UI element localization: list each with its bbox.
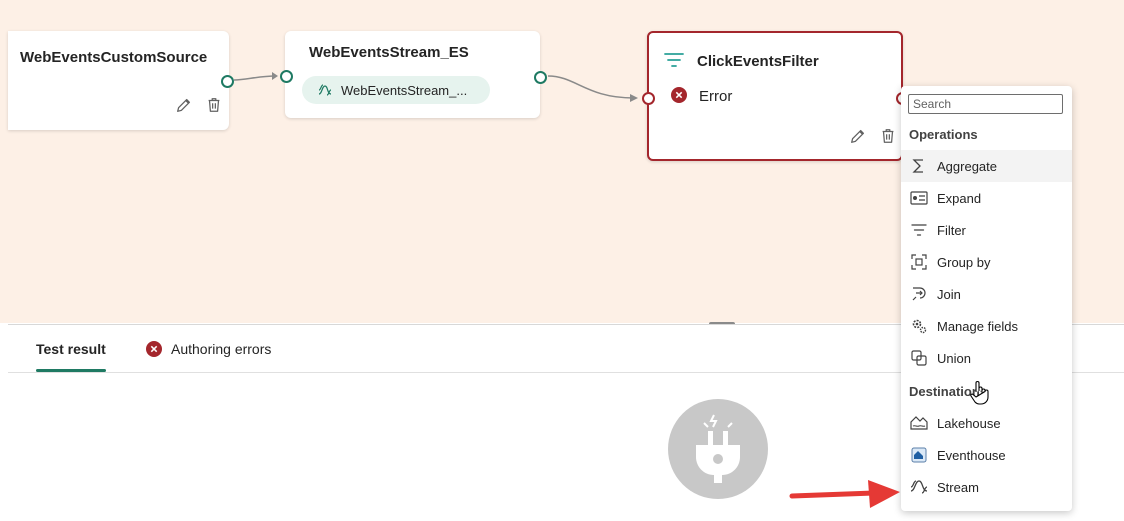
menu-item-label: Join: [937, 286, 961, 302]
menu-item-join[interactable]: Join: [901, 278, 1072, 310]
menu-item-label: Expand: [937, 190, 982, 206]
source-node-title: WebEventsCustomSource: [20, 49, 208, 66]
lakehouse-icon: [910, 414, 928, 432]
union-icon: [910, 349, 928, 367]
hand-cursor-icon: [970, 381, 989, 405]
stream-pill-label: WebEventsStream_...: [341, 82, 468, 98]
menu-section-operations: Operations: [909, 127, 978, 142]
menu-item-group-by[interactable]: Group by: [901, 246, 1072, 278]
menu-item-label: Union: [937, 350, 971, 366]
join-icon: [910, 285, 928, 303]
filter-input-port[interactable]: [642, 92, 655, 105]
sigma-icon: [910, 157, 928, 175]
delete-icon[interactable]: [204, 95, 224, 115]
bottom-tabs: Test result Authoring errors: [8, 325, 1124, 373]
stream-icon: [318, 84, 332, 96]
filter-node-title: ClickEventsFilter: [697, 53, 819, 70]
expand-icon: [910, 189, 928, 207]
menu-item-label: Aggregate: [937, 158, 997, 174]
source-node[interactable]: WebEventsCustomSource: [8, 31, 229, 130]
tab-label: Authoring errors: [171, 340, 272, 357]
menu-item-aggregate[interactable]: Aggregate: [901, 150, 1072, 182]
eventhouse-icon: [910, 446, 928, 464]
menu-item-label: Group by: [937, 254, 991, 270]
delete-icon[interactable]: [878, 126, 898, 146]
plug-illustration: [668, 399, 768, 499]
filter-node[interactable]: ClickEventsFilter Error: [647, 31, 903, 161]
annotation-arrow-icon: [789, 480, 900, 508]
tab-test-result[interactable]: Test result: [36, 325, 106, 372]
tab-authoring-errors[interactable]: Authoring errors: [146, 325, 271, 372]
gear-icon: [910, 317, 928, 335]
error-icon: [146, 340, 162, 357]
stream-node[interactable]: WebEventsStream_ES WebEventsStream_...: [285, 31, 540, 118]
menu-item-label: Filter: [937, 222, 966, 238]
stream-input-port[interactable]: [280, 70, 293, 83]
filter-icon: [910, 221, 928, 239]
stream-pill[interactable]: WebEventsStream_...: [302, 76, 490, 104]
menu-section-destinations: Destinations: [909, 384, 988, 399]
tab-label: Test result: [36, 340, 106, 357]
menu-item-expand[interactable]: Expand: [901, 182, 1072, 214]
stream-icon: [910, 478, 928, 496]
menu-item-union[interactable]: Union: [901, 342, 1072, 374]
menu-item-manage-fields[interactable]: Manage fields: [901, 310, 1072, 342]
add-node-menu: Operations Aggregate Expand Filter Group…: [901, 86, 1072, 511]
connector-source-stream: [233, 72, 278, 81]
source-output-port[interactable]: [221, 75, 234, 88]
edit-icon[interactable]: [174, 95, 194, 115]
menu-item-stream[interactable]: Stream: [901, 471, 1072, 503]
menu-item-filter[interactable]: Filter: [901, 214, 1072, 246]
menu-item-label: Stream: [937, 479, 979, 495]
edit-icon[interactable]: [848, 126, 868, 146]
menu-search-input[interactable]: [908, 94, 1063, 114]
plug-icon: [696, 414, 740, 483]
menu-item-label: Manage fields: [937, 318, 1018, 334]
filter-node-status: Error: [699, 88, 733, 105]
filter-icon: [664, 51, 684, 74]
menu-item-lakehouse[interactable]: Lakehouse: [901, 407, 1072, 439]
menu-item-label: Eventhouse: [937, 447, 1006, 463]
stream-node-title: WebEventsStream_ES: [309, 44, 469, 61]
menu-item-eventhouse[interactable]: Eventhouse: [901, 439, 1072, 471]
error-icon: [671, 87, 687, 108]
menu-item-label: Lakehouse: [937, 415, 1001, 431]
stream-output-port[interactable]: [534, 71, 547, 84]
group-by-icon: [910, 253, 928, 271]
connector-stream-filter: [547, 75, 638, 102]
